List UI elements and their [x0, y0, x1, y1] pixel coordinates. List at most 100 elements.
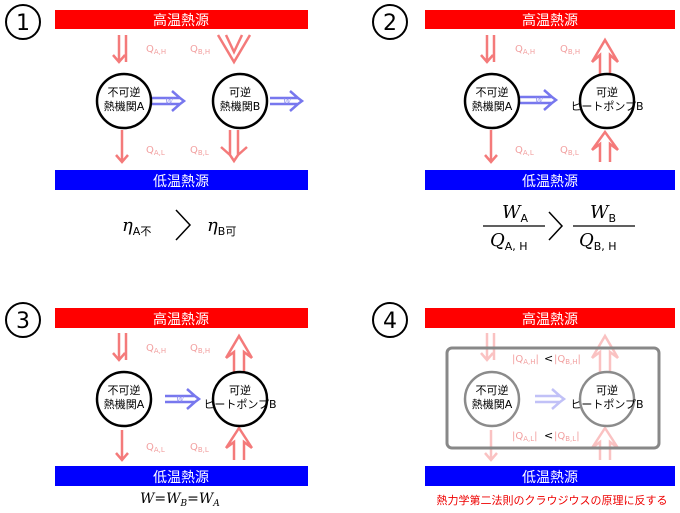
label-q-ah: QA,H: [146, 44, 166, 56]
label-q-ah: QA,H: [515, 44, 535, 56]
engine-a-circle: [463, 370, 521, 428]
panel-number: 3: [16, 309, 30, 334]
fraction-a-denominator: QA, H: [490, 230, 528, 253]
heat-arrow-qah: [112, 35, 128, 64]
label-abs-q-bh: |QB,H|: [554, 354, 581, 366]
svg-text:W: W: [535, 96, 544, 105]
engine-a-line1: 不可逆: [108, 383, 141, 397]
heat-arrow-qbl-up: [590, 425, 620, 460]
hot-reservoir-label: 高温熱源: [522, 12, 578, 29]
heat-arrow-qah: [480, 35, 496, 64]
engine-a-line1: 不可逆: [476, 85, 509, 99]
engine-a-circle: [463, 72, 521, 130]
svg-text:W: W: [283, 97, 292, 106]
label-q-bl: QB,L: [190, 145, 209, 157]
hot-reservoir-label: 高温熱源: [522, 311, 578, 328]
cold-reservoir-bar: [425, 466, 675, 486]
heat-arrow-qbh-up: [590, 37, 620, 75]
eta-a: ηA不: [122, 215, 151, 238]
heat-arrow-qbl: [220, 130, 248, 164]
heat-arrow-qbl-up: [590, 129, 620, 162]
heat-arrow-qal: [484, 430, 498, 462]
engine-a-line1: 不可逆: [476, 383, 509, 397]
fraction-a-numerator: WA: [502, 202, 529, 225]
engine-a-line2: 熱機関A: [472, 99, 513, 113]
cold-reservoir-label: 低温熱源: [153, 470, 209, 486]
work-arrow-wb: W: [270, 90, 305, 112]
heat-arrow-qal: [115, 130, 129, 164]
label-q-bl: QB,L: [190, 442, 209, 454]
label-q-bh: QB,H: [190, 44, 210, 56]
heat-arrow-qal: [484, 130, 498, 164]
panel-number-badge: [372, 4, 408, 40]
svg-text:W: W: [165, 97, 174, 106]
work-equality: W=WB=WA: [140, 491, 220, 509]
heat-arrow-qbl-up: [224, 425, 254, 460]
less-than-top: <: [544, 352, 553, 365]
heat-pump-circle: [211, 370, 269, 428]
label-abs-q-ah: |QA,H|: [512, 354, 539, 366]
label-q-bh: QB,H: [560, 44, 580, 56]
svg-text:W: W: [176, 395, 185, 404]
cold-reservoir-bar: [55, 170, 308, 190]
engine-b-circle: [211, 72, 269, 130]
panel-1: 1 高温熱源 低温熱源 W W 不可逆 熱機関A 可: [5, 4, 308, 241]
panel-number-badge: [372, 302, 408, 338]
heat-pump-circle: [578, 370, 636, 428]
panel-number-badge: [5, 4, 41, 40]
clausius-violation-note: 熱力学第二法則のクラウジウスの原理に反する: [437, 493, 668, 507]
work-arrow-wa: W: [520, 89, 559, 111]
label-abs-q-bl: |QB,L|: [554, 431, 580, 443]
heat-arrow-qbh: [216, 34, 252, 65]
heat-pump-line2: ヒートポンプB: [203, 398, 276, 411]
engine-a-line2: 熱機関A: [472, 397, 513, 411]
engine-a-circle: [95, 370, 153, 428]
panel-3: 3 高温熱源 低温熱源 W 不可逆 熱機関A 可逆 ヒートポンプB QA,H Q…: [5, 302, 308, 509]
cold-reservoir-label: 低温熱源: [153, 174, 209, 190]
work-arrow-w: [535, 388, 567, 410]
heat-pump-line1: 可逆: [596, 383, 618, 397]
engine-a-circle: [95, 72, 153, 130]
hot-reservoir-bar: [425, 10, 675, 29]
panel-number: 2: [383, 11, 397, 36]
engine-b-line2: 熱機関B: [220, 99, 261, 113]
less-than-bottom: <: [544, 429, 553, 442]
hot-reservoir-bar: [55, 10, 308, 29]
eta-b: ηB可: [207, 215, 236, 238]
heat-pump-line2: ヒートポンプB: [570, 398, 643, 411]
cold-reservoir-label: 低温熱源: [522, 470, 578, 486]
heat-pump-line1: 可逆: [229, 383, 251, 397]
label-q-ah: QA,H: [146, 343, 166, 355]
hot-reservoir-label: 高温熱源: [153, 12, 209, 29]
label-abs-q-al: |QA,L|: [512, 431, 538, 443]
fraction-b-numerator: WB: [590, 202, 616, 225]
combined-system-frame: [445, 346, 661, 450]
label-q-bl: QB,L: [560, 145, 579, 157]
fraction-b-denominator: QB, H: [579, 230, 617, 253]
heat-arrow-qah: [112, 333, 128, 362]
label-q-bh: QB,H: [190, 343, 210, 355]
hot-reservoir-bar: [425, 308, 675, 328]
heat-pump-circle: [578, 72, 636, 130]
cold-reservoir-bar: [425, 170, 675, 190]
cold-reservoir-bar: [55, 466, 308, 486]
work-arrow-wa: W: [152, 90, 187, 112]
cold-reservoir-label: 低温熱源: [522, 174, 578, 190]
work-arrow-w: W: [165, 388, 202, 410]
heat-arrow-qbh-up: [224, 333, 254, 372]
panel-number: 1: [16, 11, 30, 36]
engine-a-line1: 不可逆: [108, 85, 141, 99]
panel-number: 4: [383, 309, 397, 334]
panel-2: 2 高温熱源 低温熱源 W 不可逆 熱機関A 可逆 ヒートポンプB QA,H Q…: [372, 4, 675, 253]
greater-than-sign: [548, 211, 564, 241]
engine-b-line1: 可逆: [229, 85, 251, 99]
engine-a-line2: 熱機関A: [104, 99, 145, 113]
panel-4: 4 高温熱源 低温熱源 不可逆 熱機関A 可逆: [372, 302, 675, 507]
heat-pump-line2: ヒートポンプB: [570, 100, 643, 113]
hot-reservoir-bar: [55, 308, 308, 328]
label-q-al: QA,L: [146, 442, 165, 454]
engine-a-line2: 熱機関A: [104, 397, 145, 411]
heat-arrow-qal: [115, 430, 129, 462]
label-q-al: QA,L: [515, 145, 534, 157]
